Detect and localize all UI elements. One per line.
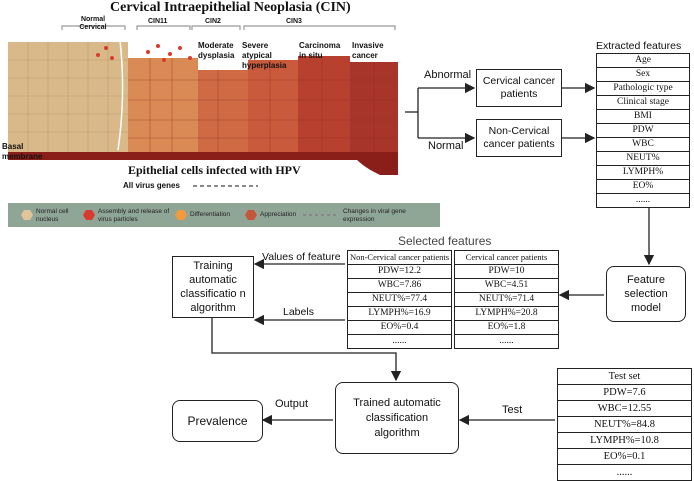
trained-algorithm-box: Trained automatic classification algorit… xyxy=(335,382,459,454)
extracted-feature-item: Pathologic type xyxy=(597,82,689,96)
label-cin2: CIN2 xyxy=(205,18,221,25)
illustration-subtitle: Epithelial cells infected with HPV xyxy=(128,163,301,177)
noncervical-features-table: Non-Cervical cancer patients PDW=12.2 WB… xyxy=(347,250,452,349)
label-basal-membrane: Basal membrane xyxy=(2,142,43,161)
illustration-title: Cervical Intraepithelial Neoplasia (CIN) xyxy=(110,0,351,15)
legend-normal-nucleus: Normal cell nucleus xyxy=(36,208,69,223)
noncervical-patients-box: Non-Cervical cancer patients xyxy=(476,119,562,157)
table-row: WBC=12.55 xyxy=(558,401,691,417)
legend-viral-gene-changes: Changes in viral gene expression xyxy=(343,208,406,223)
table-row: ...... xyxy=(392,336,407,346)
label-moderate-dysplasia: Moderate dysplasia xyxy=(198,41,235,60)
label-severe-hyperplasia: Severe atypical hyperplasia xyxy=(242,41,287,70)
label-cin3: CIN3 xyxy=(286,18,302,25)
table-row: LYMPH%=20.8 xyxy=(455,307,558,321)
label-test: Test xyxy=(502,404,523,416)
label-cin1: CIN11 xyxy=(148,18,168,25)
extracted-feature-item: WBC xyxy=(597,138,689,152)
prevalence-box: Prevalence xyxy=(172,400,263,442)
table-header: Cervical cancer patients xyxy=(455,251,558,265)
table-row: EO%=1.8 xyxy=(455,321,558,335)
table-row: EO%=0.1 xyxy=(558,449,691,465)
label-values-of-feature: Values of feature xyxy=(262,251,341,263)
label-normal-cervical: Normal Cervical xyxy=(79,16,107,31)
table-row: NEUT%=71.4 xyxy=(455,293,558,307)
table-row: ...... xyxy=(499,336,514,346)
label-abnormal: Abnormal xyxy=(424,69,472,81)
label-labels: Labels xyxy=(283,306,314,318)
table-row: PDW=12.2 xyxy=(348,265,451,279)
legend-appreciation: Appreciation xyxy=(260,211,297,218)
test-set-table: Test set PDW=7.6 WBC=12.55 NEUT%=84.8 LY… xyxy=(557,368,692,481)
extracted-feature-item: PDW xyxy=(597,124,689,138)
label-normal: Normal xyxy=(428,140,464,152)
table-header: Non-Cervical cancer patients xyxy=(348,251,451,265)
extracted-features-title: Extracted features xyxy=(596,40,682,52)
feature-selection-box: Feature selection model xyxy=(606,266,686,322)
cervical-features-table: Cervical cancer patients PDW=10 WBC=4.51… xyxy=(454,250,559,349)
training-algorithm-box: Training automatic classificatio n algor… xyxy=(172,256,254,318)
extracted-feature-item: Sex xyxy=(597,68,689,82)
extracted-feature-item: LYMPH% xyxy=(597,166,689,180)
cervical-patients-box: Cervical cancer patients xyxy=(476,69,562,107)
label-invasive-cancer: Invasive cancer xyxy=(352,41,384,60)
legend-differentiation: Differentiation xyxy=(190,211,230,218)
table-row: WBC=4.51 xyxy=(455,279,558,293)
table-row: PDW=7.6 xyxy=(558,385,691,401)
table-row: WBC=7.86 xyxy=(348,279,451,293)
selected-features-title: Selected features xyxy=(398,234,492,248)
table-header: Test set xyxy=(558,369,691,385)
table-row: NEUT%=77.4 xyxy=(348,293,451,307)
table-row: LYMPH%=16.9 xyxy=(348,307,451,321)
extracted-feature-item: EO% xyxy=(597,180,689,194)
label-all-virus-genes: All virus genes xyxy=(123,181,180,190)
table-row: EO%=0.4 xyxy=(348,321,451,335)
extracted-feature-item: Age xyxy=(597,54,689,68)
label-carcinoma: Carcinoma in situ xyxy=(299,41,341,60)
table-row: PDW=10 xyxy=(455,265,558,279)
legend-virus-particles: Assembly and release of virus particles xyxy=(98,208,170,223)
table-row: NEUT%=84.8 xyxy=(558,417,691,433)
extracted-feature-item: ...... xyxy=(635,195,651,205)
table-row: LYMPH%=10.8 xyxy=(558,433,691,449)
label-output: Output xyxy=(275,398,309,410)
extracted-feature-item: NEUT% xyxy=(597,152,689,166)
extracted-features-list: Age Sex Pathologic type Clinical stage B… xyxy=(596,53,690,208)
extracted-feature-item: Clinical stage xyxy=(597,96,689,110)
extracted-feature-item: BMI xyxy=(597,110,689,124)
